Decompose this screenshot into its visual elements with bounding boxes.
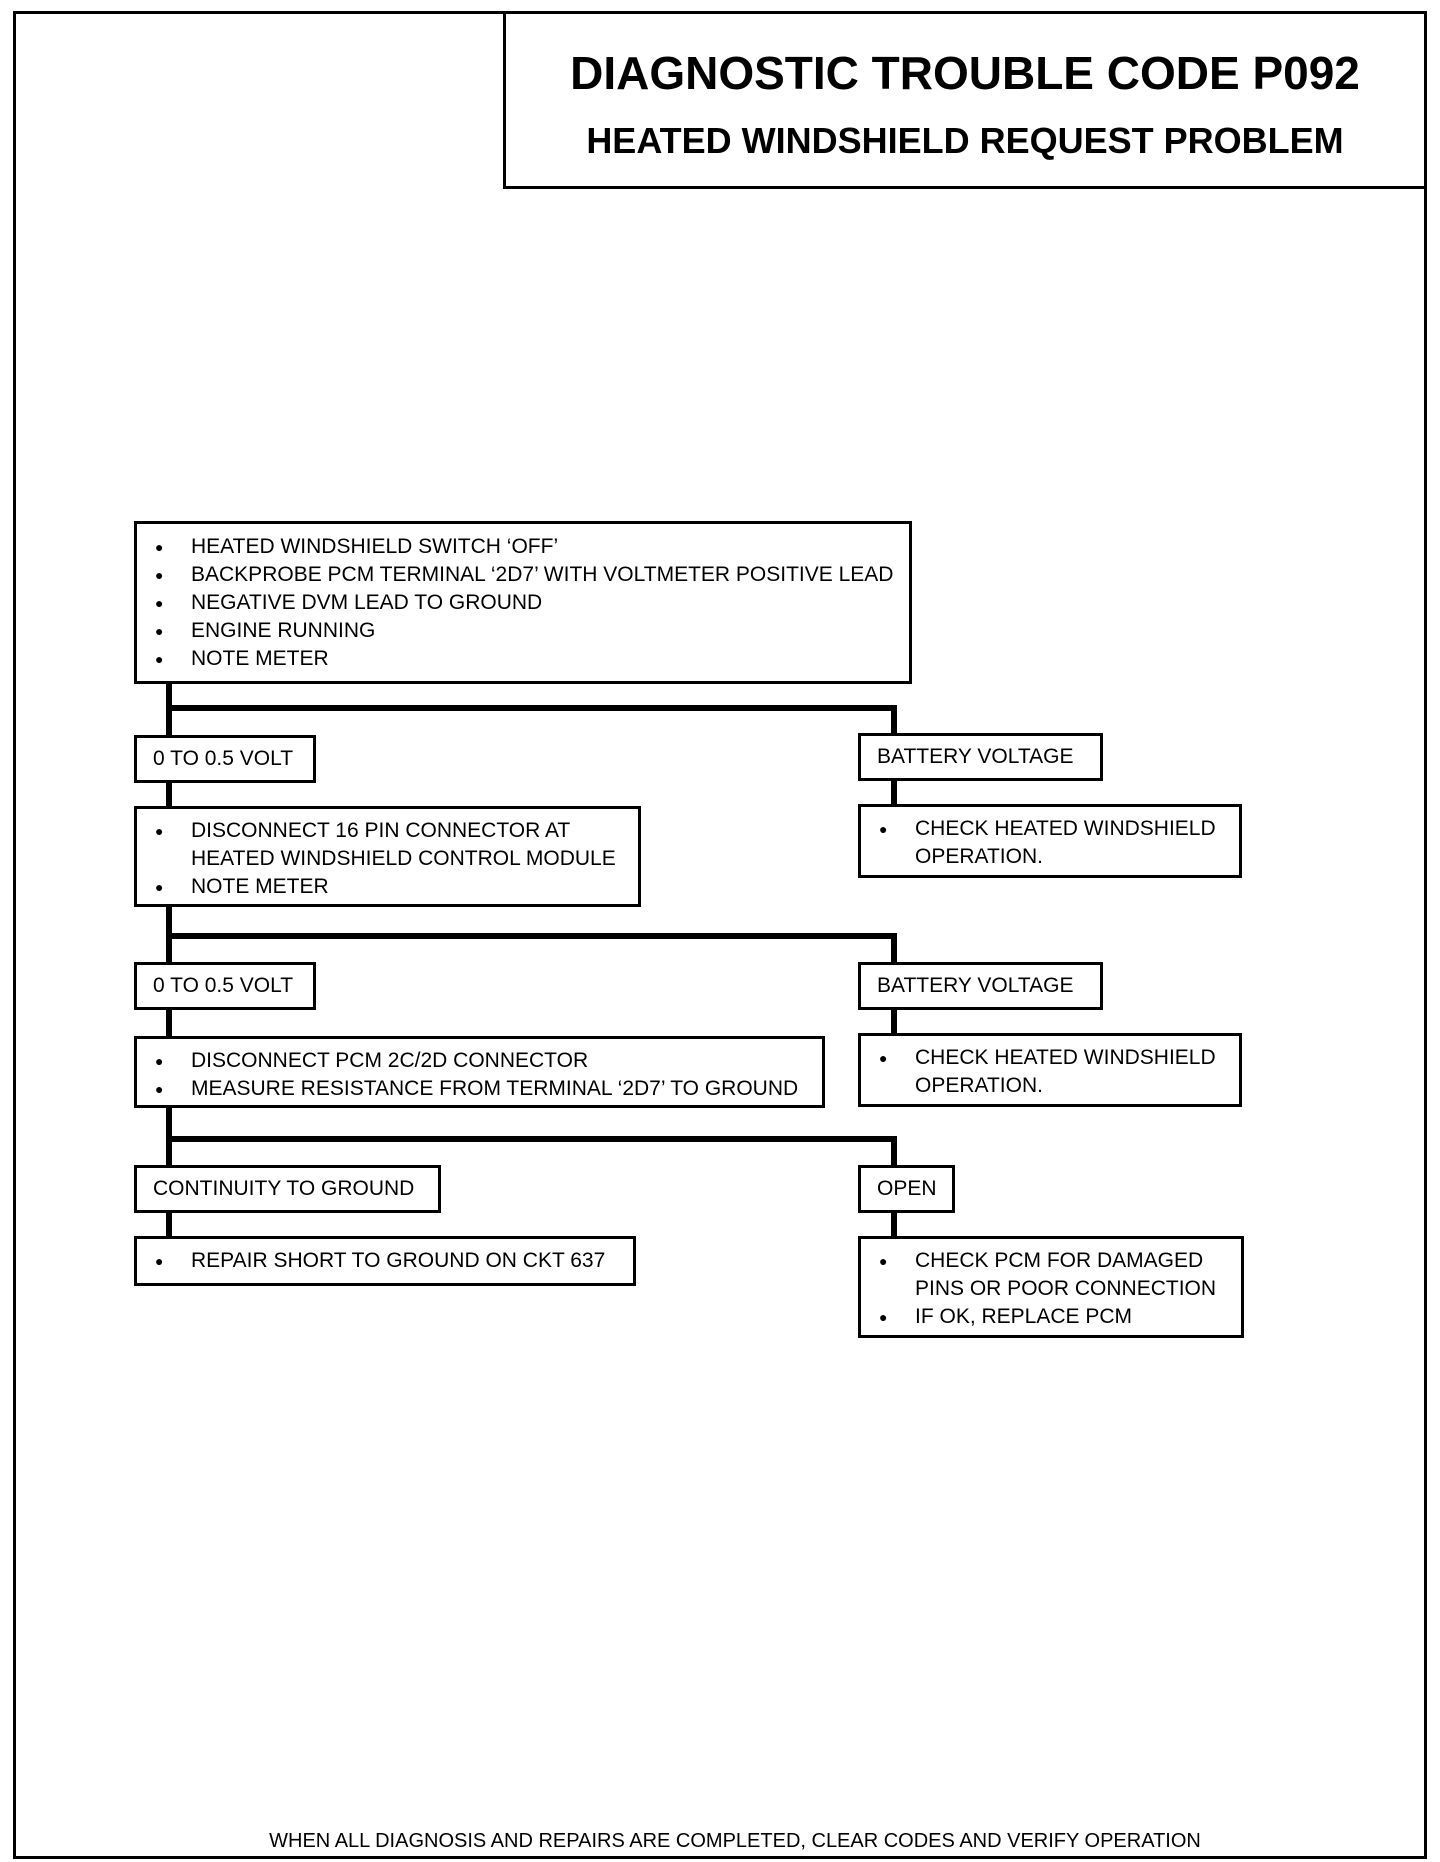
connector-branch1-horizontal (166, 705, 897, 711)
connector-branch2-left-down (166, 1008, 172, 1040)
list-item: REPAIR SHORT TO GROUND ON CKT 637 (151, 1247, 621, 1275)
branch3-left-step: REPAIR SHORT TO GROUND ON CKT 637 (134, 1236, 636, 1286)
list-item: CHECK PCM FOR DAMAGED PINS OR POOR CONNE… (875, 1247, 1229, 1303)
connector-step2-down (166, 905, 172, 990)
title-block: DIAGNOSTIC TROUBLE CODE P092 HEATED WIND… (503, 11, 1427, 189)
list-item: MEASURE RESISTANCE FROM TERMINAL ‘2D7’ T… (151, 1075, 810, 1103)
connector-branch2-horizontal (166, 933, 897, 939)
list-item: NEGATIVE DVM LEAD TO GROUND (151, 589, 897, 617)
branch3-right-step: CHECK PCM FOR DAMAGED PINS OR POOR CONNE… (858, 1236, 1244, 1338)
branch1-right-label: BATTERY VOLTAGE (858, 733, 1103, 781)
connector-step1-down (166, 683, 172, 763)
branch3-left-label: CONTINUITY TO GROUND (134, 1165, 441, 1213)
list-item: BACKPROBE PCM TERMINAL ‘2D7’ WITH VOLTME… (151, 561, 897, 589)
branch1-left-step: DISCONNECT 16 PIN CONNECTOR AT HEATED WI… (134, 806, 641, 907)
branch2-left-step: DISCONNECT PCM 2C/2D CONNECTOR MEASURE R… (134, 1036, 825, 1108)
branch3-right-label: OPEN (858, 1165, 955, 1213)
connector-branch1-left-down (166, 780, 172, 810)
page-subtitle: HEATED WINDSHIELD REQUEST PROBLEM (586, 120, 1344, 161)
footer-note: WHEN ALL DIAGNOSIS AND REPAIRS ARE COMPL… (269, 1830, 1201, 1852)
list-item: NOTE METER (151, 645, 897, 673)
connector-branch3-horizontal (166, 1136, 897, 1142)
branch1-left-label: 0 TO 0.5 VOLT (134, 735, 316, 783)
list-item: DISCONNECT PCM 2C/2D CONNECTOR (151, 1047, 810, 1075)
page-title: DIAGNOSTIC TROUBLE CODE P092 (570, 47, 1360, 99)
connector-branch3-left-down (166, 1208, 172, 1240)
list-item: CHECK HEATED WINDSHIELD OPERATION. (875, 815, 1227, 871)
branch1-right-step: CHECK HEATED WINDSHIELD OPERATION. (858, 804, 1242, 878)
list-item: HEATED WINDSHIELD SWITCH ‘OFF’ (151, 533, 897, 561)
branch2-left-step-list: DISCONNECT PCM 2C/2D CONNECTOR MEASURE R… (151, 1047, 810, 1103)
list-item: IF OK, REPLACE PCM (875, 1303, 1229, 1331)
list-item: NOTE METER (151, 873, 626, 901)
list-item: DISCONNECT 16 PIN CONNECTOR AT HEATED WI… (151, 817, 626, 873)
branch2-left-label: 0 TO 0.5 VOLT (134, 962, 316, 1010)
branch3-right-step-list: CHECK PCM FOR DAMAGED PINS OR POOR CONNE… (875, 1247, 1229, 1331)
branch2-right-step: CHECK HEATED WINDSHIELD OPERATION. (858, 1033, 1242, 1107)
step-initial-check-list: HEATED WINDSHIELD SWITCH ‘OFF’ BACKPROBE… (151, 533, 897, 673)
branch1-right-step-list: CHECK HEATED WINDSHIELD OPERATION. (875, 815, 1227, 871)
branch2-right-label: BATTERY VOLTAGE (858, 962, 1103, 1010)
branch2-right-step-list: CHECK HEATED WINDSHIELD OPERATION. (875, 1044, 1227, 1100)
branch3-left-step-list: REPAIR SHORT TO GROUND ON CKT 637 (151, 1247, 621, 1275)
step-initial-check: HEATED WINDSHIELD SWITCH ‘OFF’ BACKPROBE… (134, 521, 912, 684)
branch1-left-step-list: DISCONNECT 16 PIN CONNECTOR AT HEATED WI… (151, 817, 626, 901)
list-item: CHECK HEATED WINDSHIELD OPERATION. (875, 1044, 1227, 1100)
list-item: ENGINE RUNNING (151, 617, 897, 645)
